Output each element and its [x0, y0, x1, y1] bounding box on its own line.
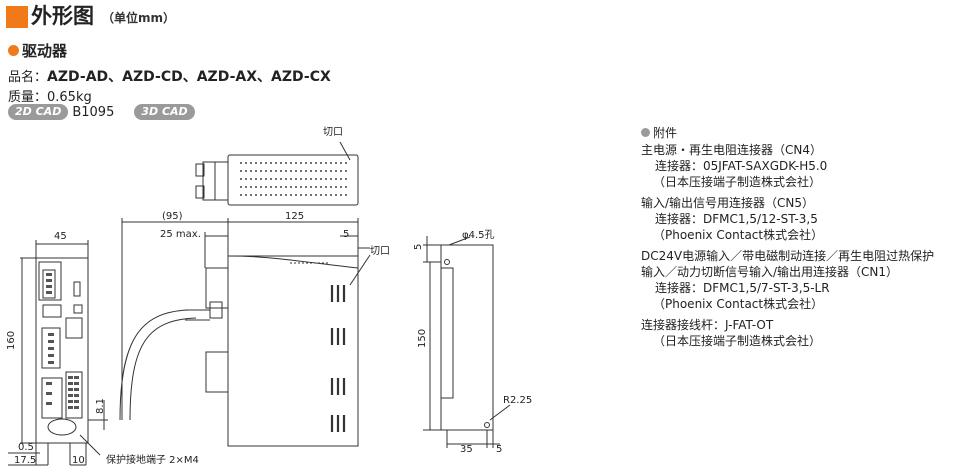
- accessory-name: 主电源・再生电阻连接器（CN4）: [641, 143, 822, 157]
- dim-35: 35: [460, 444, 473, 455]
- top-view: [195, 141, 359, 206]
- dim-25max: 25 max.: [160, 229, 201, 240]
- cutout-top-label: 切口: [323, 126, 343, 138]
- dim-8-1: 8.1: [95, 398, 106, 414]
- cad-2d-code: B1095: [72, 104, 115, 120]
- accessories-heading: 附件: [641, 124, 966, 141]
- accessory-name-cont: 输入／动力切断信号输入/输出用连接器（CN1）: [641, 265, 899, 279]
- accessory-maker: （Phoenix Contact株式会社）: [653, 297, 824, 311]
- dim-45: 45: [54, 231, 67, 242]
- dim-125: 125: [285, 211, 304, 222]
- dim-5-bottom: 5: [496, 444, 502, 455]
- dim-17-5: 17.5: [14, 455, 36, 466]
- accessory-connector: 连接器：DFMC1,5/7-ST-3,5-LR: [655, 281, 830, 295]
- dim-10: 10: [72, 455, 85, 466]
- cutout-right-label: 切口: [370, 245, 390, 257]
- accessory-maker: （Phoenix Contact株式会社）: [653, 228, 824, 242]
- accessories-bullet-icon: [641, 128, 650, 137]
- dim-95: (95): [162, 211, 183, 222]
- ground-terminal-label: 保护接地端子 2×M4: [106, 453, 199, 466]
- accessory-item: 输入/输出信号用连接器（CN5） 连接器：DFMC1,5/12-ST-3,5 （…: [641, 195, 966, 243]
- accessory-name: 连接器接线杆：J-FAT-OT: [641, 318, 774, 332]
- accessory-item: 主电源・再生电阻连接器（CN4） 连接器：05JFAT-SAXGDK-H5.0 …: [641, 142, 966, 190]
- dim-0-5: 0.5: [18, 442, 34, 453]
- accessories-panel: 附件 主电源・再生电阻连接器（CN4） 连接器：05JFAT-SAXGDK-H5…: [641, 124, 966, 349]
- accessory-name: DC24V电源输入／带电磁制动连接／再生电阻过热保护: [641, 249, 935, 263]
- accessories-title: 附件: [653, 126, 678, 140]
- dim-r2-25: R2.25: [503, 395, 532, 406]
- page-title: 外形图: [31, 4, 94, 28]
- section-bullet-icon: [8, 45, 19, 56]
- accessory-item: 连接器接线杆：J-FAT-OT （日本压接端子制造株式会社）: [641, 317, 966, 349]
- hole-label: φ4.5孔: [462, 229, 495, 241]
- outline-drawing: 切口 45 160 (95) 25 max. 125 5 切口 8.1 0.5 …: [6, 126, 532, 466]
- title-marker: [6, 6, 28, 28]
- section-heading: 驱动器: [8, 40, 67, 61]
- dim-5-top: 5: [343, 229, 349, 240]
- product-name-label: 品名：: [8, 70, 48, 85]
- cad-3d-button[interactable]: 3D CAD: [134, 104, 195, 120]
- mounting-view: [423, 236, 511, 448]
- unit-note: （单位mm）: [102, 11, 176, 25]
- accessory-maker: （日本压接端子制造株式会社）: [653, 175, 822, 189]
- product-mass: 质量：0.65kg: [8, 90, 92, 105]
- cad-row: 2D CAD B1095 3D CAD: [8, 104, 195, 120]
- product-name-line: 品名：AZD-AD、AZD-CD、AZD-AX、AZD-CX: [8, 66, 331, 86]
- dim-160: 160: [6, 331, 17, 350]
- dim-150: 150: [417, 329, 428, 348]
- product-models: AZD-AD、AZD-CD、AZD-AX、AZD-CX: [47, 69, 331, 85]
- section-title: 驱动器: [22, 42, 68, 60]
- accessory-connector: 连接器：DFMC1,5/12-ST-3,5: [655, 212, 818, 226]
- accessory-connector: 连接器：05JFAT-SAXGDK-H5.0: [655, 159, 828, 173]
- front-connector-pins: [46, 273, 79, 409]
- page-header: 外形图 （单位mm）: [6, 4, 175, 28]
- accessory-name: 输入/输出信号用连接器（CN5）: [641, 196, 815, 210]
- front-view: [8, 240, 108, 466]
- side-view: [119, 218, 371, 447]
- cad-2d-button[interactable]: 2D CAD: [8, 104, 69, 120]
- dim-5-side: 5: [413, 244, 424, 250]
- accessory-maker: （日本压接端子制造株式会社）: [653, 334, 822, 348]
- accessory-item: DC24V电源输入／带电磁制动连接／再生电阻过热保护 输入／动力切断信号输入/输…: [641, 248, 966, 312]
